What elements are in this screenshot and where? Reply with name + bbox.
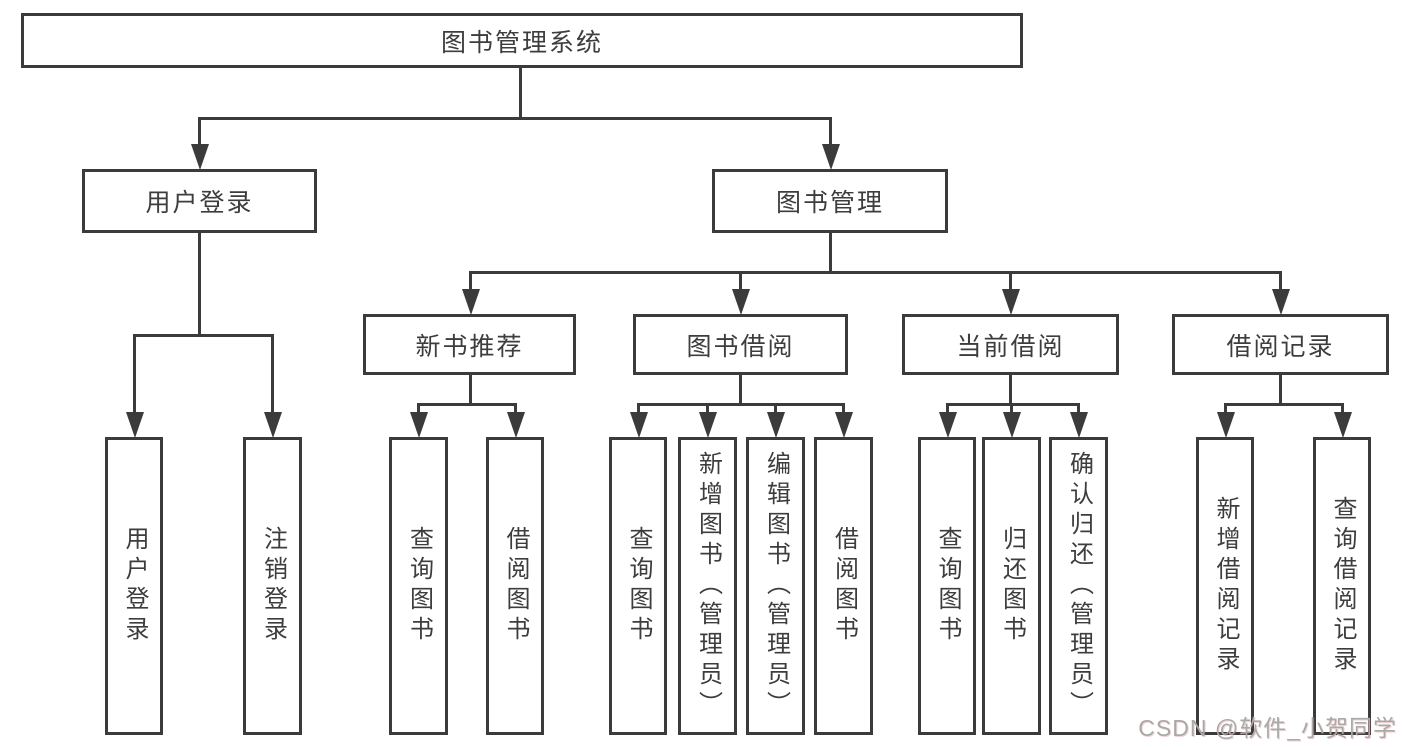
leaf-label: 编辑图书（管理员） (762, 451, 790, 721)
connector-line (829, 233, 832, 274)
connector-line (1279, 271, 1282, 291)
node-label: 图书管理系统 (440, 28, 603, 57)
connector-line (519, 68, 522, 119)
arrow-down-icon (767, 412, 785, 438)
arrow-down-icon (1272, 289, 1290, 315)
leaf-user-login: 用户登录 (105, 437, 163, 735)
node-book-management: 图书管理 (712, 169, 948, 233)
leaf-label: 归还图书 (998, 526, 1026, 646)
leaf-query-borrow-record: 查询借阅记录 (1313, 437, 1371, 735)
leaf-add-borrow-record: 新增借阅记录 (1196, 437, 1254, 735)
connector-line (198, 117, 201, 146)
leaf-query-books-newbook: 查询图书 (389, 437, 448, 735)
leaf-label: 借阅图书 (830, 526, 858, 646)
leaf-edit-books-admin: 编辑图书（管理员） (746, 437, 805, 735)
connector-line (198, 233, 201, 337)
connector-line (469, 375, 472, 406)
arrow-down-icon (1217, 412, 1235, 438)
connector-line (1009, 375, 1012, 406)
connector-line (1010, 403, 1013, 414)
connector-line (1341, 403, 1344, 414)
node-user-login: 用户登录 (82, 169, 317, 233)
leaf-confirm-return-admin: 确认归还（管理员） (1049, 437, 1108, 735)
leaf-borrow-books-newbook: 借阅图书 (486, 437, 544, 735)
arrow-down-icon (507, 412, 525, 438)
connector-line (469, 271, 472, 291)
connector-line (198, 117, 832, 120)
connector-line (706, 403, 709, 414)
leaf-add-books-admin: 新增图书（管理员） (678, 437, 737, 735)
connector-line (1224, 403, 1227, 414)
connector-line (1009, 271, 1012, 291)
leaf-label: 查询借阅记录 (1329, 496, 1356, 676)
arrow-down-icon (699, 412, 717, 438)
connector-line (637, 403, 640, 414)
arrow-down-icon (835, 412, 853, 438)
leaf-label: 查询图书 (625, 526, 652, 646)
leaf-label: 查询图书 (405, 526, 433, 646)
arrow-down-icon (1070, 412, 1088, 438)
leaf-logout: 注销登录 (243, 437, 302, 735)
connector-line (1077, 403, 1080, 414)
connector-line (133, 334, 136, 414)
node-library-management-system: 图书管理系统 (21, 13, 1023, 68)
leaf-label: 用户登录 (121, 526, 148, 646)
arrow-down-icon (264, 412, 282, 438)
leaf-label: 新增借阅记录 (1212, 496, 1239, 676)
connector-line (829, 117, 832, 146)
connector-line (1224, 403, 1344, 406)
arrow-down-icon (630, 412, 648, 438)
leaf-label: 借阅图书 (502, 526, 529, 646)
leaf-query-books-borrow: 查询图书 (609, 437, 667, 735)
connector-line (469, 271, 1281, 274)
connector-line (842, 403, 845, 414)
connector-line (637, 403, 845, 406)
leaf-label: 确认归还（管理员） (1065, 451, 1093, 721)
csdn-watermark: CSDN @软件_小贺同学 (1138, 715, 1397, 741)
connector-line (1279, 375, 1282, 406)
leaf-label: 查询图书 (934, 526, 961, 646)
node-label: 图书借阅 (686, 332, 795, 361)
node-current-borrowing: 当前借阅 (902, 314, 1119, 375)
arrow-down-icon (732, 289, 750, 315)
leaf-borrow-books-borrow: 借阅图书 (814, 437, 873, 735)
connector-line (946, 403, 1080, 406)
node-label: 新书推荐 (415, 332, 524, 361)
leaf-label: 新增图书（管理员） (694, 451, 722, 721)
leaf-return-books: 归还图书 (982, 437, 1041, 735)
arrow-down-icon (1002, 289, 1020, 315)
node-book-borrowing: 图书借阅 (633, 314, 848, 375)
connector-line (417, 403, 517, 406)
node-new-book-recommend: 新书推荐 (363, 314, 576, 375)
arrow-down-icon (410, 412, 428, 438)
arrow-down-icon (462, 289, 480, 315)
connector-line (774, 403, 777, 414)
connector-line (271, 334, 274, 414)
node-borrow-records: 借阅记录 (1172, 314, 1389, 375)
connector-line (739, 271, 742, 291)
connector-line (417, 403, 420, 414)
arrow-down-icon (126, 412, 144, 438)
arrow-down-icon (1003, 412, 1021, 438)
arrow-down-icon (191, 144, 209, 170)
leaf-label: 注销登录 (259, 526, 287, 646)
node-label: 用户登录 (145, 189, 254, 217)
node-label: 当前借阅 (956, 332, 1065, 361)
connector-line (946, 403, 949, 414)
connector-line (514, 403, 517, 414)
connector-line (133, 334, 274, 337)
node-label: 图书管理 (775, 189, 884, 217)
node-label: 借阅记录 (1226, 332, 1335, 361)
connector-line (739, 375, 742, 406)
arrow-down-icon (939, 412, 957, 438)
leaf-query-books-current: 查询图书 (918, 437, 976, 735)
arrow-down-icon (1334, 412, 1352, 438)
arrow-down-icon (822, 144, 840, 170)
